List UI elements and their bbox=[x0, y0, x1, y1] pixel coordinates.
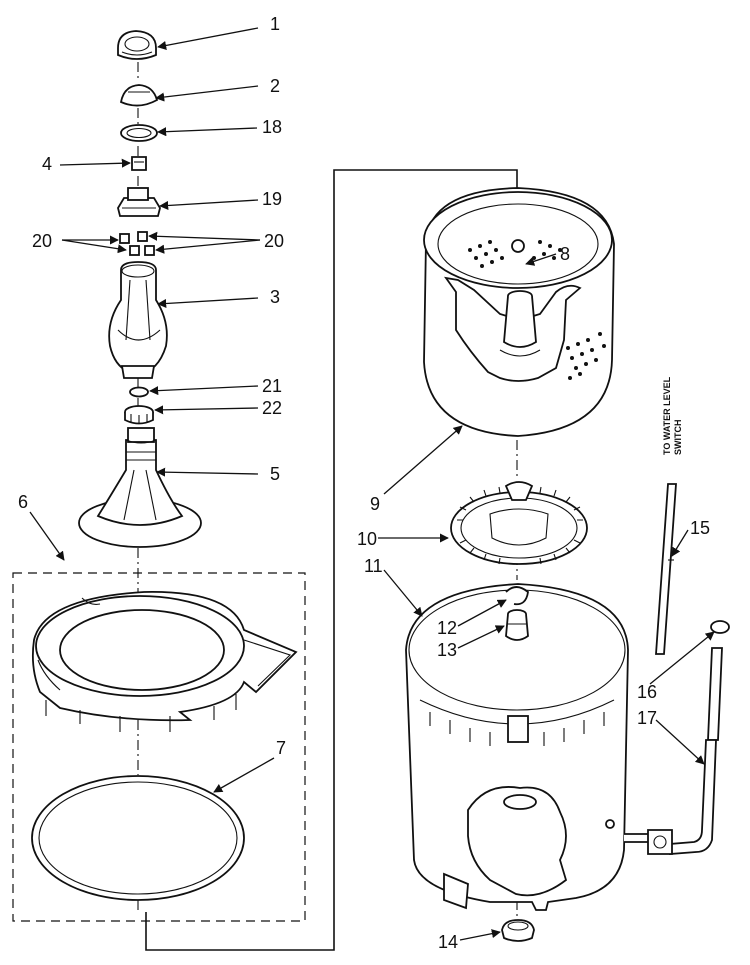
part-pressure-hose bbox=[655, 483, 677, 655]
water-level-note: TO WATER LEVEL SWITCH bbox=[662, 376, 683, 455]
part-fastener bbox=[131, 156, 147, 171]
part-ring-seal bbox=[120, 124, 158, 142]
callout-14: 14 bbox=[438, 932, 458, 952]
part-agitator-cap bbox=[117, 30, 157, 60]
callout-20-left: 20 bbox=[32, 231, 52, 251]
leader-lines bbox=[29, 27, 715, 941]
part-drain-hose bbox=[647, 647, 723, 855]
callout-numbers: 1 2 18 4 19 20 20 3 21 22 5 6 7 8 9 10 1… bbox=[18, 14, 710, 952]
callout-18: 18 bbox=[262, 117, 282, 137]
part-outer-tub bbox=[405, 583, 661, 911]
callout-19: 19 bbox=[262, 189, 282, 209]
part-cap-cover bbox=[119, 84, 159, 107]
part-hose-clamp bbox=[710, 620, 730, 634]
callout-1: 1 bbox=[270, 14, 280, 34]
callout-15: 15 bbox=[690, 518, 710, 538]
callout-5: 5 bbox=[270, 464, 280, 484]
part-o-ring bbox=[129, 386, 149, 398]
callout-13: 13 bbox=[437, 640, 457, 660]
part-dogs bbox=[119, 231, 155, 256]
note-line-1: TO WATER LEVEL bbox=[662, 376, 672, 455]
callout-3: 3 bbox=[270, 287, 280, 307]
part-agitator-top bbox=[108, 261, 168, 379]
part-spin-basket bbox=[423, 187, 615, 437]
callout-11: 11 bbox=[364, 556, 383, 576]
callout-8: 8 bbox=[560, 244, 570, 264]
callout-4: 4 bbox=[42, 154, 52, 174]
part-agitator-base bbox=[78, 427, 202, 548]
part-hub bbox=[505, 609, 529, 641]
callout-6: 6 bbox=[18, 492, 28, 512]
callout-20-right: 20 bbox=[264, 231, 284, 251]
callout-22: 22 bbox=[262, 398, 282, 418]
note-line-2: SWITCH bbox=[673, 420, 683, 456]
callout-21: 21 bbox=[262, 376, 282, 396]
basket-perforations bbox=[468, 240, 606, 380]
part-nut bbox=[124, 405, 154, 425]
part-cam bbox=[117, 187, 161, 217]
callout-12: 12 bbox=[437, 618, 457, 638]
part-gasket bbox=[31, 775, 245, 901]
callout-9: 9 bbox=[370, 494, 380, 514]
callout-7: 7 bbox=[276, 738, 286, 758]
callout-10: 10 bbox=[357, 529, 377, 549]
part-retaining-clip bbox=[505, 586, 529, 606]
callout-16: 16 bbox=[637, 682, 657, 702]
part-drive-plate bbox=[450, 481, 588, 565]
assembly-connector-line bbox=[145, 169, 518, 951]
part-tub-ring bbox=[31, 591, 298, 732]
tub-ring-group-box bbox=[12, 572, 306, 922]
callout-2: 2 bbox=[270, 76, 280, 96]
callout-17: 17 bbox=[637, 708, 657, 728]
part-drain-plug bbox=[501, 919, 535, 942]
